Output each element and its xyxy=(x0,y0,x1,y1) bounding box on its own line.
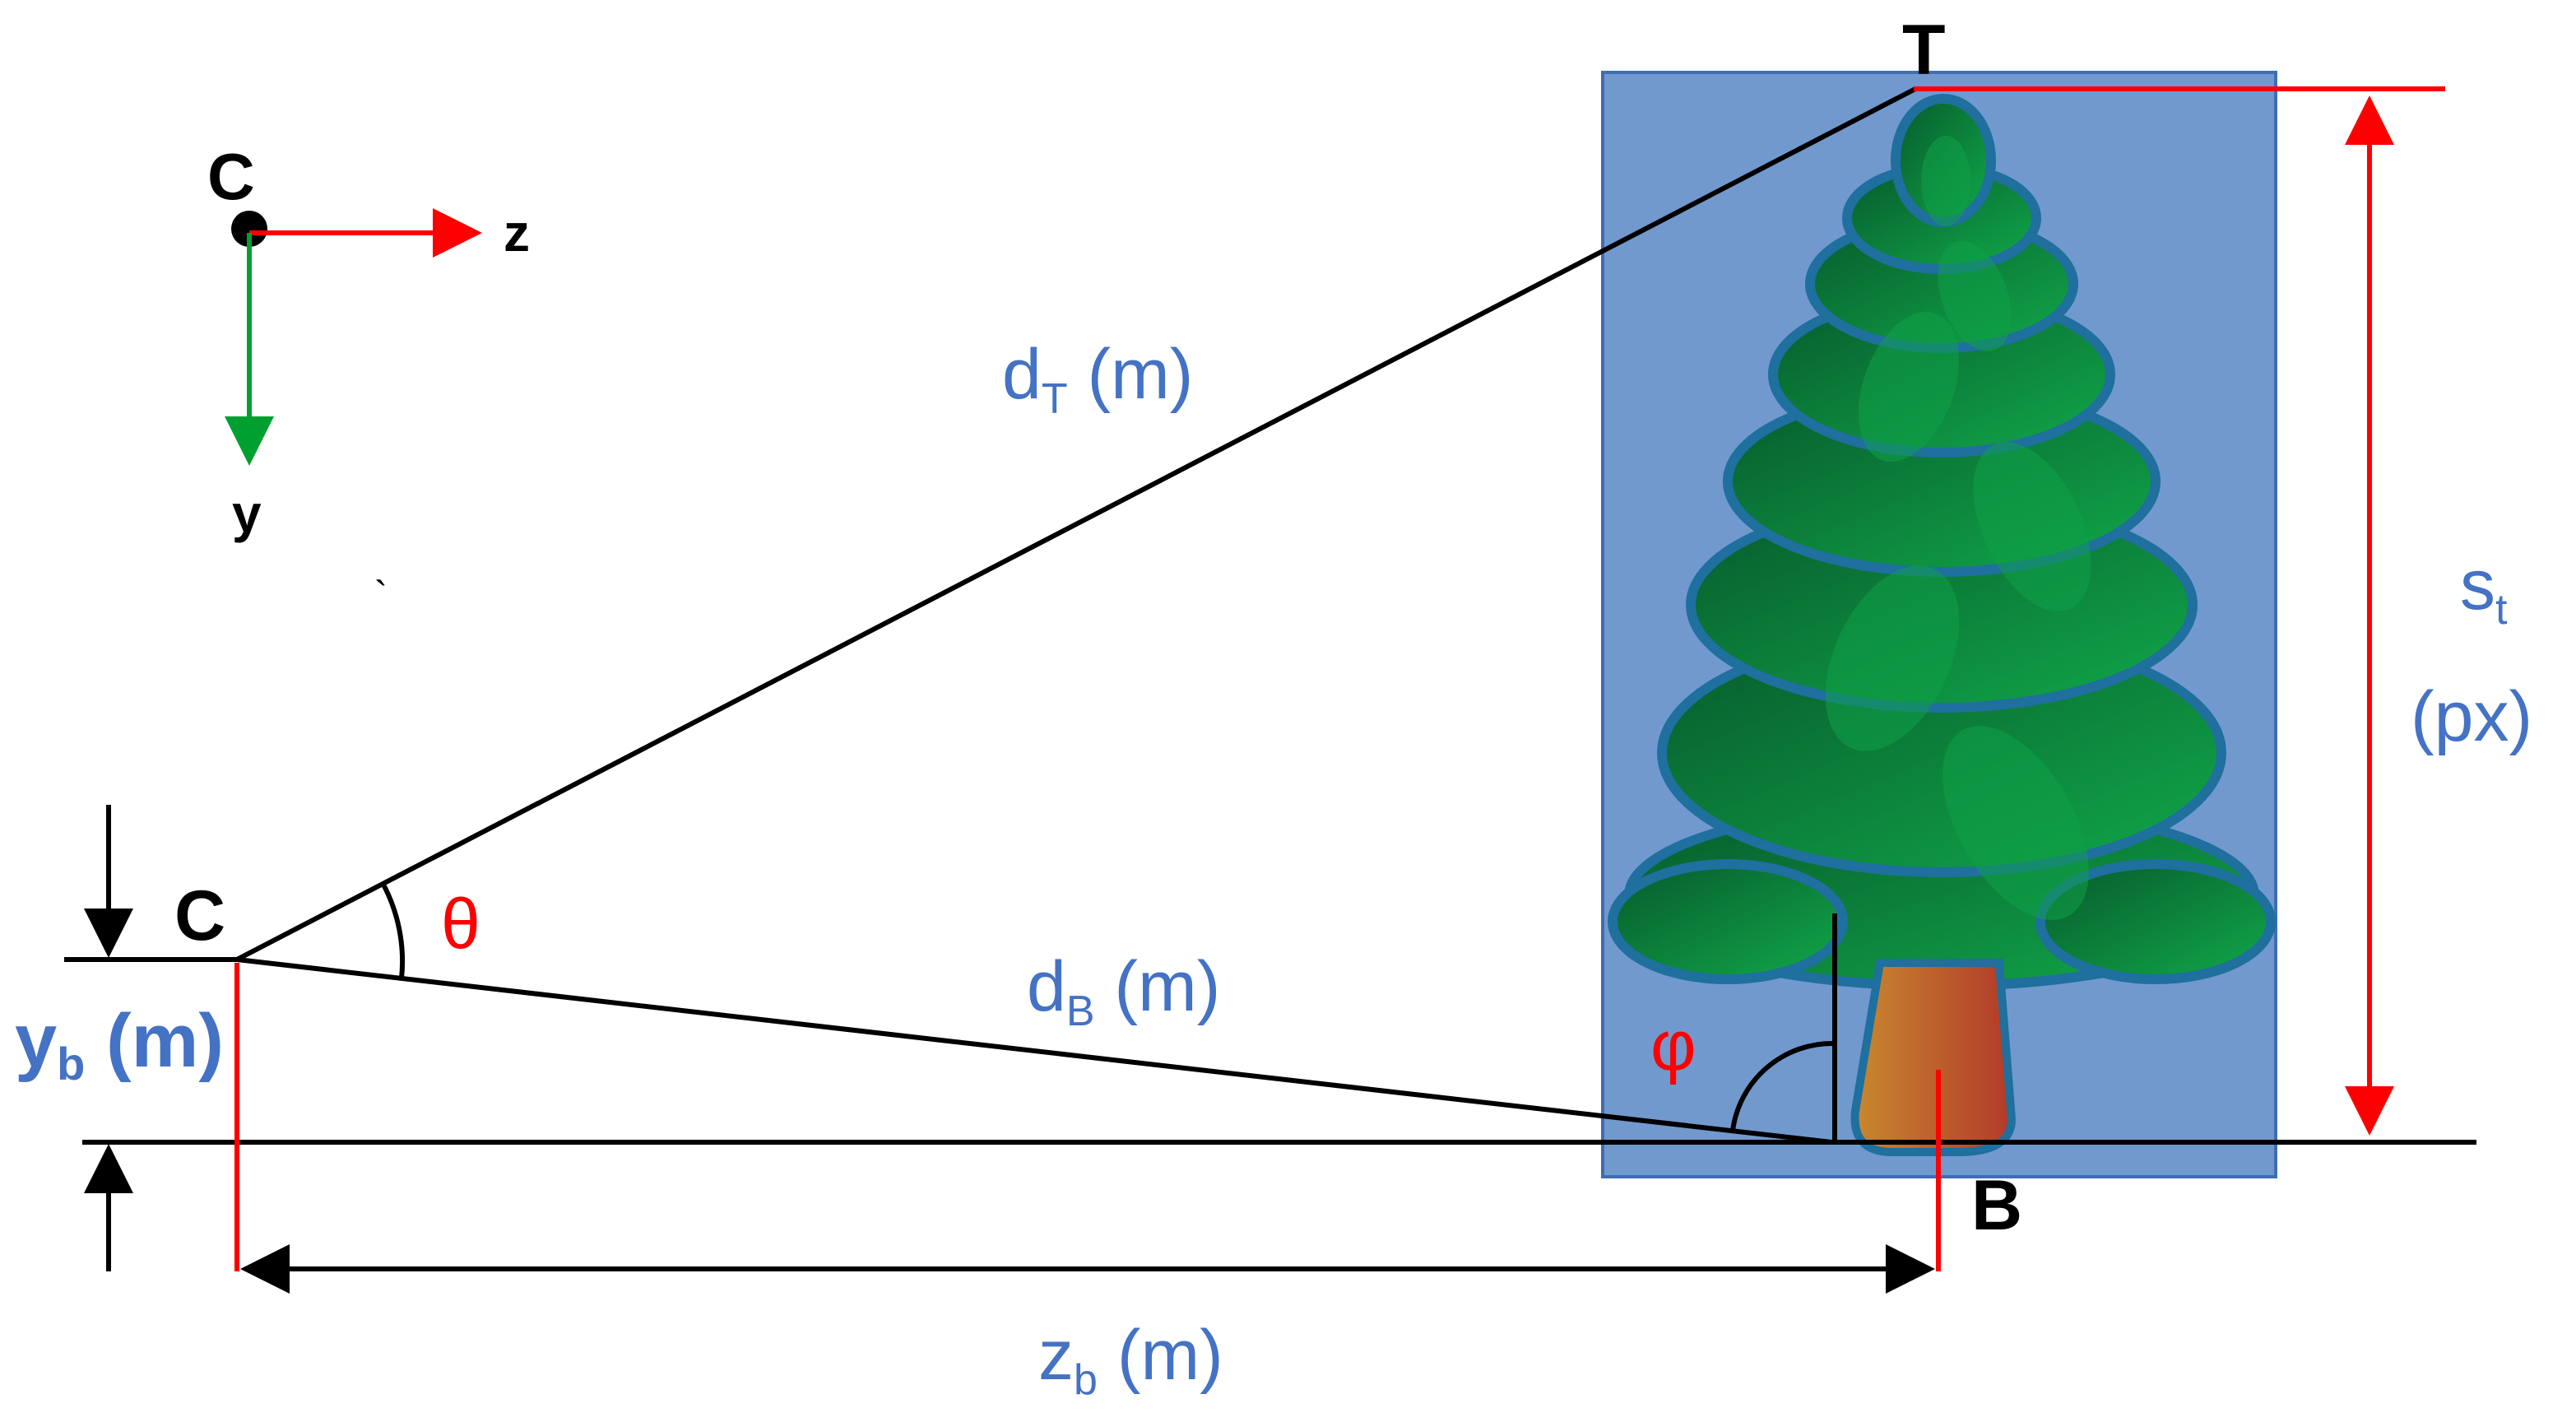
stray-tick-mark: ` xyxy=(374,574,388,618)
z-axis-label: z xyxy=(504,203,530,263)
st-unit-label: (px) xyxy=(2411,677,2532,756)
base-point-label: B xyxy=(1971,1166,2022,1245)
axis-origin-dot xyxy=(231,211,267,247)
phi-label: φ xyxy=(1650,1006,1696,1085)
y-axis-label: y xyxy=(232,484,262,543)
theta-label: θ xyxy=(441,885,480,964)
zb-label: zb (m) xyxy=(1038,1316,1223,1404)
tree-leaf-highlights xyxy=(1825,136,2091,920)
sight-line-to-base xyxy=(236,957,1832,1145)
dT-label: dT (m) xyxy=(1002,335,1193,423)
yb-label: yb (m) xyxy=(15,999,224,1090)
top-point-label: T xyxy=(1902,11,1946,90)
phi-arc xyxy=(1730,1040,1836,1132)
dB-label: dB (m) xyxy=(1027,947,1220,1035)
tree-trunk xyxy=(1850,959,2017,1156)
theta-arc xyxy=(380,881,406,979)
sight-line-to-top xyxy=(235,86,1917,962)
st-label: st xyxy=(2460,546,2508,634)
axis-origin-label: C xyxy=(207,140,255,213)
camera-point-label: C xyxy=(174,876,225,955)
